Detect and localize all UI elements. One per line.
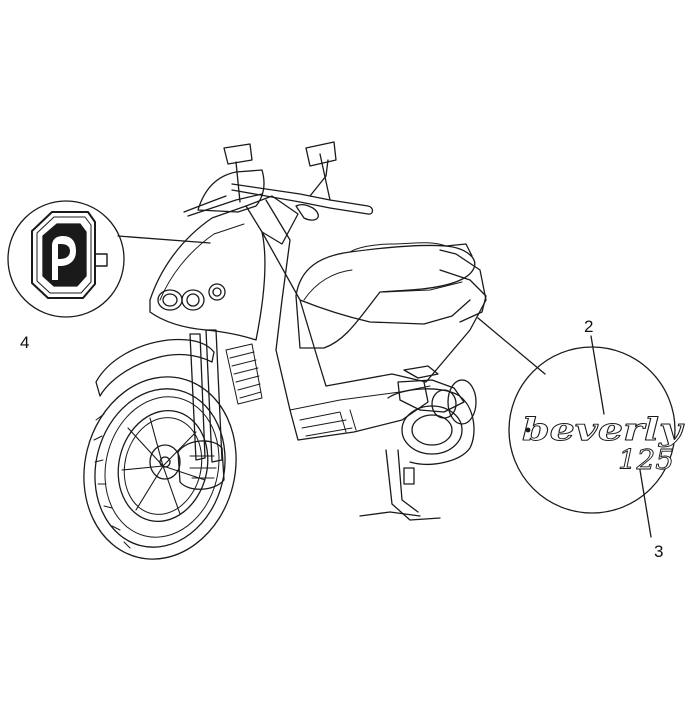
callout-label-2: 2 bbox=[584, 317, 594, 336]
rear-wheel bbox=[387, 379, 477, 465]
footboard-ribs bbox=[299, 409, 357, 437]
leader-line-2 bbox=[590, 335, 605, 415]
front-wheel bbox=[83, 376, 237, 560]
svg-text:125: 125 bbox=[618, 445, 674, 476]
piaggio-emblem-icon bbox=[31, 211, 108, 299]
callout-label-3: 3 bbox=[654, 542, 664, 561]
decal-detail-view: beverly 125 bbox=[477, 317, 685, 538]
beverly-decal: beverly bbox=[522, 412, 685, 449]
engine-unit bbox=[397, 365, 465, 419]
front-wheel-spokes bbox=[121, 417, 206, 515]
callout-label-4: 4 bbox=[20, 333, 30, 352]
front-grille bbox=[225, 343, 263, 405]
displacement-decal: 125 bbox=[618, 445, 675, 477]
handlebar bbox=[183, 159, 374, 221]
center-stand bbox=[359, 449, 441, 521]
tail-section bbox=[439, 243, 487, 323]
headlights bbox=[157, 283, 226, 311]
body-panel bbox=[261, 231, 487, 441]
emblem-detail-view bbox=[7, 200, 211, 318]
decal-leader-line bbox=[477, 317, 546, 375]
front-fairing bbox=[149, 193, 299, 351]
decal-detail-circle bbox=[508, 346, 676, 514]
front-mudguard bbox=[95, 338, 215, 397]
emblem-leader-line bbox=[117, 235, 211, 244]
seat bbox=[295, 242, 476, 349]
svg-text:beverly: beverly bbox=[522, 412, 685, 448]
left-mirror bbox=[223, 143, 253, 203]
front-fork bbox=[177, 329, 225, 490]
scooter-illustration bbox=[83, 141, 487, 560]
front-wheel-tread bbox=[93, 413, 131, 549]
windscreen bbox=[197, 169, 265, 213]
emblem-detail-circle bbox=[7, 200, 125, 318]
leader-line-3 bbox=[639, 469, 652, 538]
right-mirror bbox=[305, 141, 337, 201]
